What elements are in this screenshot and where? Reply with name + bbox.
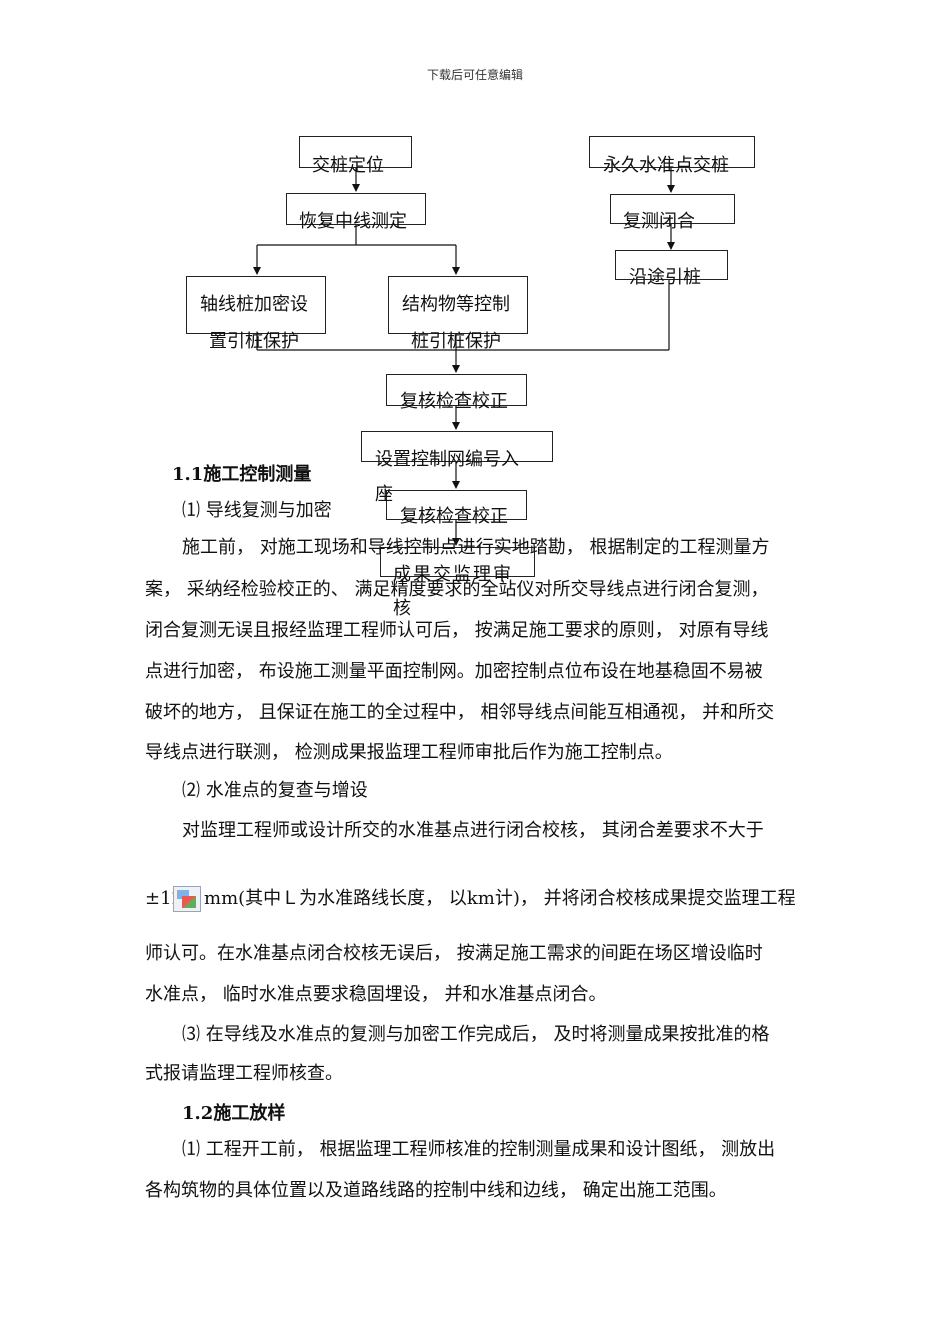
flow-text-zhuangding: 交桩定位 — [312, 155, 384, 176]
flow-text-fuce: 复测闭合 — [623, 211, 695, 232]
flowchart-connectors — [253, 168, 675, 546]
flow-text-chengguo-2: 核 — [393, 598, 411, 619]
flow-box-fuce — [610, 194, 735, 224]
flow-text-jiegou-2: 桩引桩保护 — [411, 331, 501, 352]
paragraph-line: 各构筑物的具体位置以及道路线路的控制中线和边线， 确定出施工范围。 — [145, 1180, 727, 1201]
flow-box-zhouxian — [186, 276, 326, 334]
section-1-1-title: 1.1施工控制测量 — [172, 464, 312, 485]
flow-text-fuhe1: 复核检查校正 — [400, 391, 508, 412]
flow-text-yongjiu: 永久水准点交桩 — [603, 155, 729, 176]
paragraph-line: 施工前， 对施工现场和导线控制点进行实地踏勘， 根据制定的工程测量方 — [182, 537, 770, 558]
paragraph-line: 师认可。在水准基点闭合校核无误后， 按满足施工需求的间距在场区增设临时 — [145, 943, 763, 964]
flow-box-zhuangding — [299, 136, 412, 168]
flow-text-yantu: 沿途引桩 — [629, 267, 701, 288]
page-header: 下载后可任意编辑 — [426, 68, 523, 82]
equation-image-icon — [173, 886, 201, 912]
paragraph-line: 对监理工程师或设计所交的水准基点进行闭合校核， 其闭合差要求不大于 — [182, 820, 764, 841]
flow-text-shezhi-2: 座 — [375, 484, 393, 505]
paragraph-line: 导线点进行联测， 检测成果报监理工程师审批后作为施工控制点。 — [145, 742, 673, 763]
flow-box-yongjiu — [589, 136, 755, 168]
flow-box-shezhi — [361, 431, 553, 462]
paragraph-line: mm(其中Ｌ为水准路线长度， 以km计)， 并将闭合校核成果提交监理工程 — [204, 888, 796, 909]
section-1-2-title: 1.2施工放样 — [182, 1103, 286, 1124]
paragraph-line: 水准点， 临时水准点要求稳固埋设， 并和水准基点闭合。 — [145, 984, 607, 1005]
flow-box-fuhe1 — [386, 374, 527, 406]
flow-text-shezhi-1: 设置控制网编号入 — [375, 449, 519, 470]
paragraph-line: 式报请监理工程师核查。 — [145, 1063, 343, 1084]
flow-box-chengguo — [380, 547, 535, 577]
paragraph-line: 点进行加密， 布设施工测量平面控制网。加密控制点位布设在地基稳固不易被 — [145, 661, 763, 682]
flow-text-zhouxian-2: 置引桩保护 — [209, 331, 299, 352]
paragraph-line: 破坏的地方， 且保证在施工的全过程中， 相邻导线点间能互相通视， 并和所交 — [145, 702, 775, 723]
flow-text-jiegou-1: 结构物等控制 — [402, 294, 510, 315]
flow-box-fuhe2 — [386, 490, 527, 520]
flow-box-yantu — [615, 250, 728, 280]
flow-box-jiegou — [388, 276, 528, 334]
flow-text-chengguo-1: 成果交监理审 — [393, 564, 513, 585]
paragraph-line: ⑶ 在导线及水准点的复测与加密工作完成后， 及时将测量成果按批准的格 — [182, 1024, 770, 1045]
paragraph-line: 闭合复测无误且报经监理工程师认可后， 按满足施工要求的原则， 对原有导线 — [145, 620, 769, 641]
flow-box-huifu — [286, 193, 426, 225]
item-2-title: ⑵ 水准点的复查与增设 — [182, 780, 368, 801]
flow-text-huifu: 恢复中线测定 — [299, 211, 407, 232]
item-1-title: ⑴ 导线复测与加密 — [182, 500, 332, 521]
flow-text-fuhe2: 复核检查校正 — [400, 506, 508, 527]
paragraph-line: 案， 采纳经检验校正的、 满足精度要求的全站仪对所交导线点进行闭合复测， — [145, 579, 769, 600]
flow-text-zhouxian-1: 轴线桩加密设 — [200, 294, 308, 315]
paragraph-line: ⑴ 工程开工前， 根据监理工程师核准的控制测量成果和设计图纸， 测放出 — [182, 1139, 776, 1160]
